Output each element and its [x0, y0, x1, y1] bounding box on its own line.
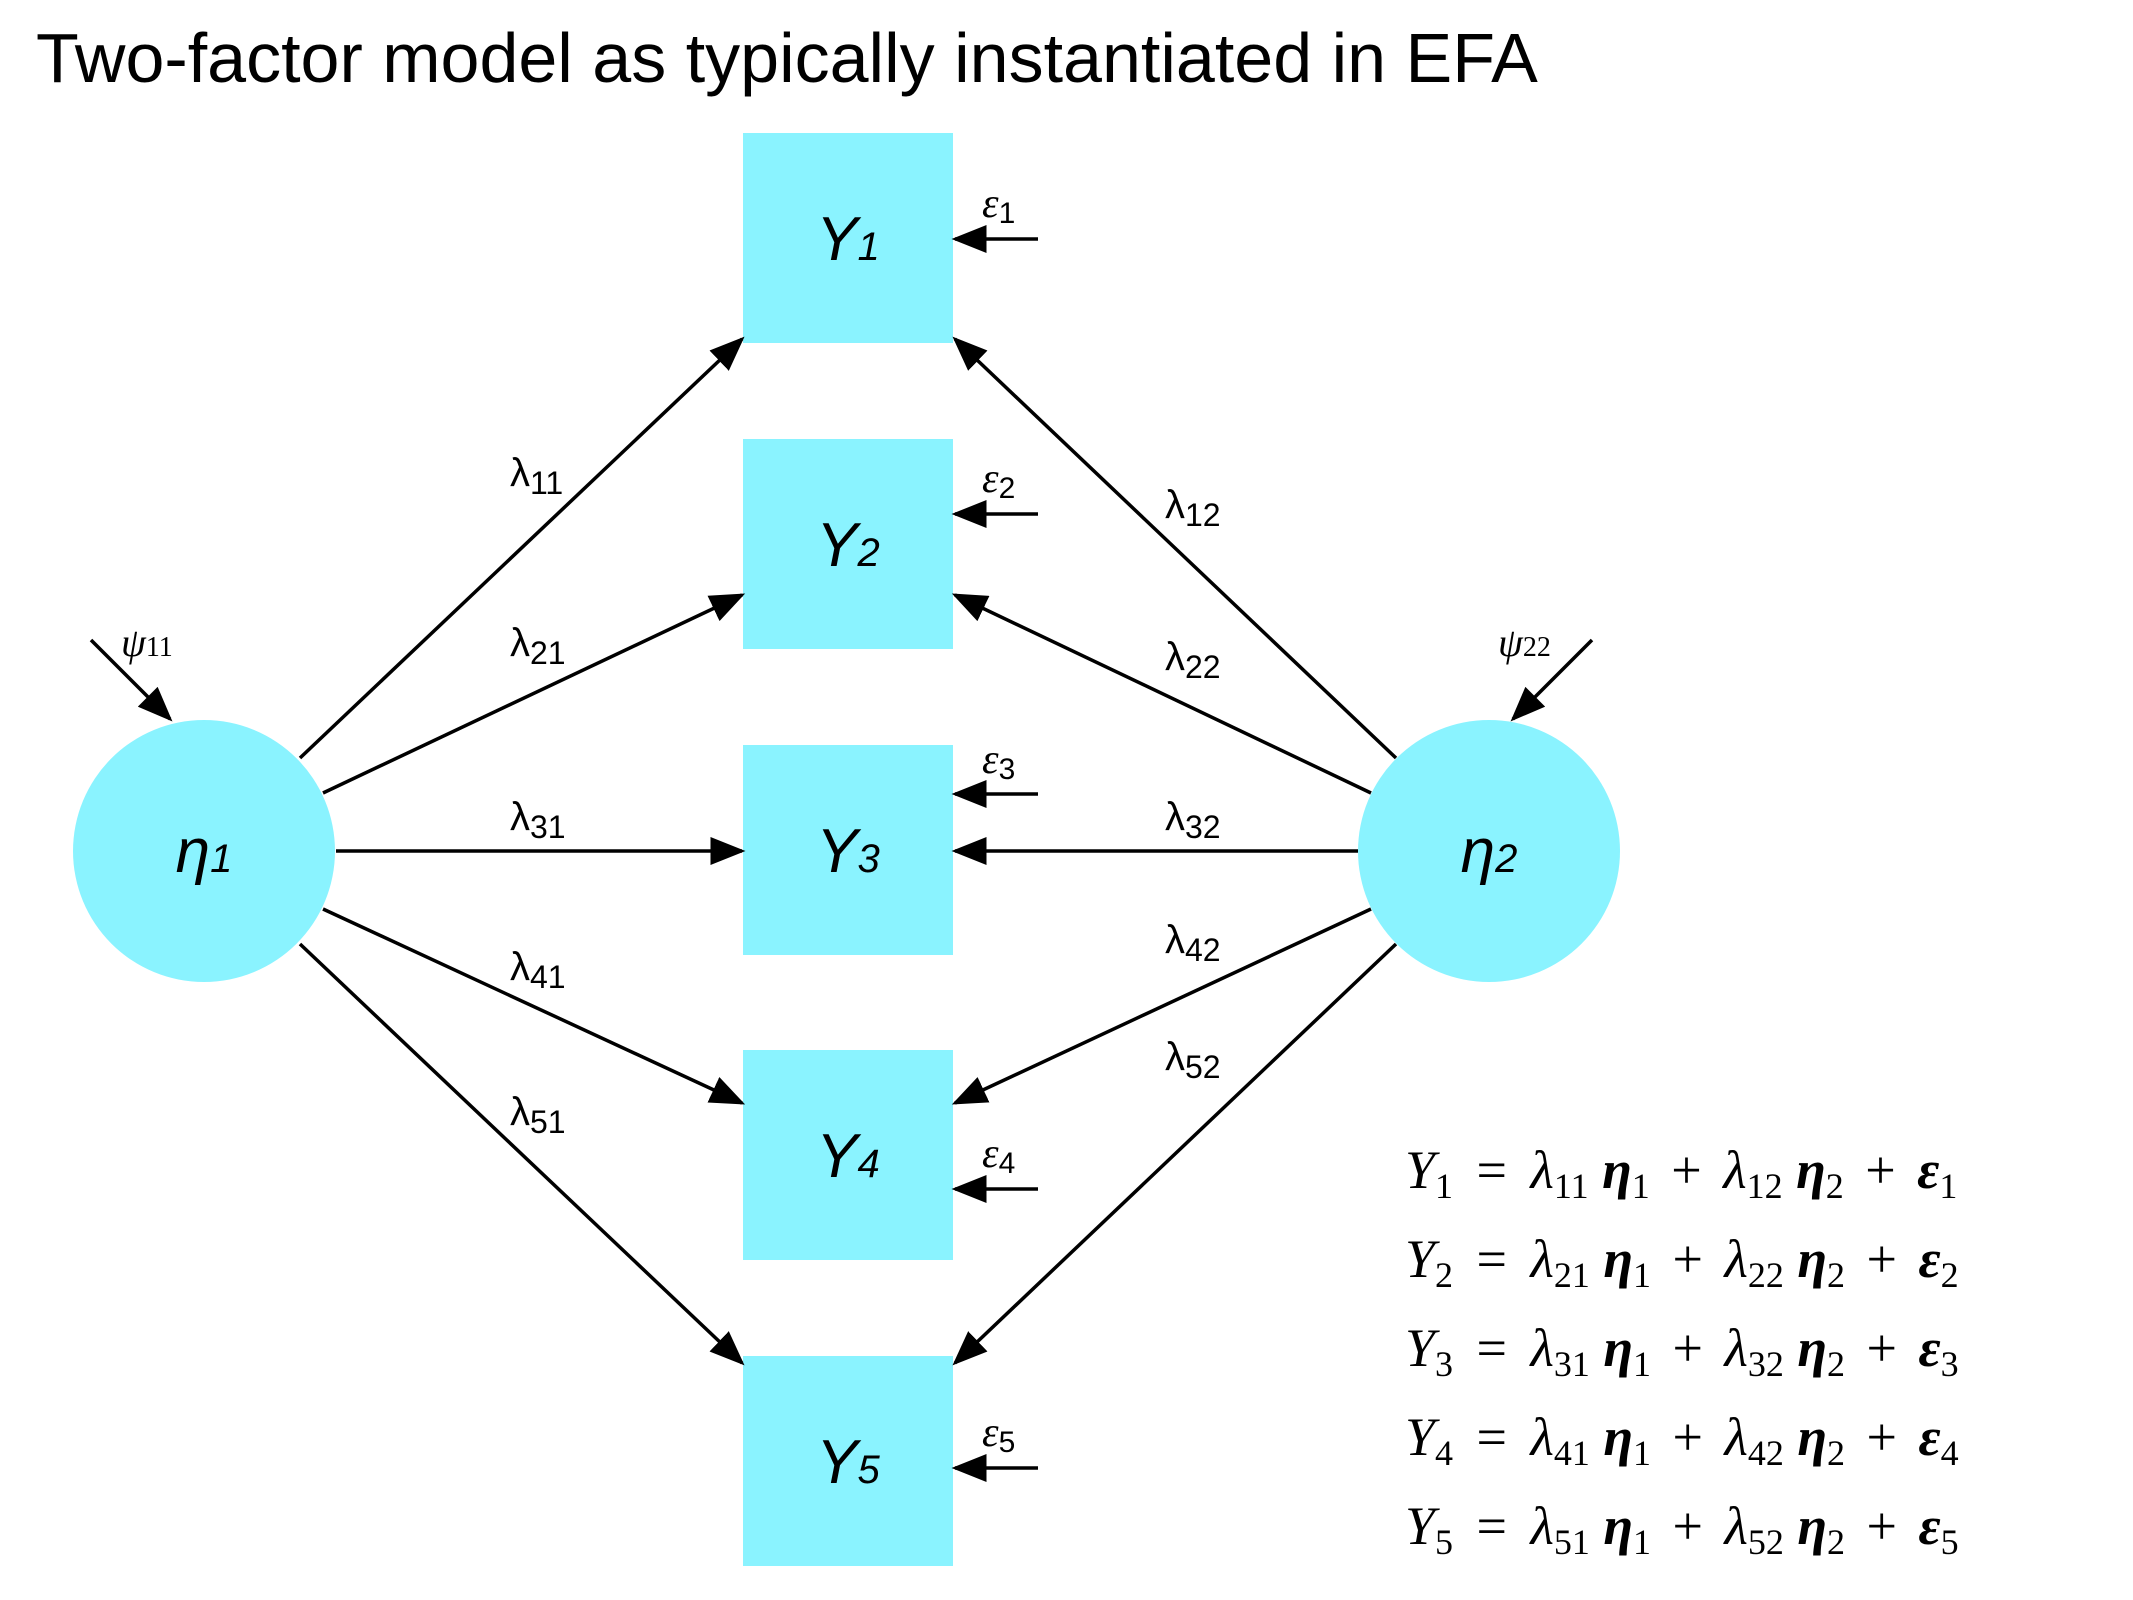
indicator-y5: Y5 — [743, 1356, 953, 1566]
disturbance-label-psi22: ψ22 — [1498, 620, 1551, 665]
loading-arrow-l51 — [298, 942, 745, 1366]
disturbance-arrow-psi22 — [1510, 638, 1594, 722]
indicator-y5-box — [743, 1356, 953, 1566]
loading-label-l31: λ31 — [510, 795, 566, 845]
indicator-y4-box — [743, 1050, 953, 1260]
equation-y4: Y4 = λ41 η1 + λ42 η2 + ε4 — [1405, 1407, 1959, 1477]
factor-eta2-shape — [1358, 720, 1620, 982]
loading-label-l52: λ52 — [1165, 1035, 1221, 1085]
factor-eta1-label: η1 — [176, 817, 233, 886]
loading-arrow-l52 — [952, 942, 1398, 1366]
loading-label-l21: λ21 — [510, 621, 566, 671]
error-label-e2: ε2 — [982, 456, 1015, 505]
error-label-e3: ε3 — [982, 737, 1015, 786]
equation-y3: Y3 = λ31 η1 + λ32 η2 + ε3 — [1405, 1318, 1959, 1388]
indicator-y3-box — [743, 745, 953, 955]
loading-label-l11: λ11 — [510, 451, 563, 501]
loading-arrow-l12 — [952, 336, 1398, 760]
disturbance-label-psi11: ψ11 — [121, 620, 173, 665]
indicator-y2-label: Y2 — [816, 511, 880, 580]
indicator-y5-label: Y5 — [816, 1428, 880, 1497]
loading-arrow-l21 — [322, 593, 746, 795]
loading-label-l51: λ51 — [510, 1090, 566, 1140]
equations-block: Y1 = λ11 η1 + λ12 η2 + ε1 Y2 = λ21 η1 + … — [1405, 1140, 1959, 1566]
loading-label-l42: λ42 — [1165, 918, 1221, 968]
equation-y2: Y2 = λ21 η1 + λ22 η2 + ε2 — [1405, 1229, 1959, 1299]
error-label-e1: ε1 — [982, 181, 1015, 230]
indicator-y1-label: Y1 — [816, 205, 880, 274]
loading-arrow-l22 — [951, 593, 1372, 795]
indicator-y1: Y1 — [743, 133, 953, 343]
page-title: Two-factor model as typically instantiat… — [36, 19, 1538, 97]
loading-arrow-l11 — [298, 336, 745, 760]
loading-arrow-l41 — [322, 907, 746, 1105]
loading-arrow-l42 — [951, 907, 1372, 1105]
factor-eta1: η1 — [73, 720, 335, 982]
equation-y1: Y1 = λ11 η1 + λ12 η2 + ε1 — [1405, 1140, 1957, 1210]
equation-y5: Y5 = λ51 η1 + λ52 η2 + ε5 — [1405, 1496, 1959, 1566]
indicator-y2: Y2 — [743, 439, 953, 649]
loading-label-l22: λ22 — [1165, 635, 1221, 685]
loading-label-l32: λ32 — [1165, 795, 1221, 845]
indicator-y2-box — [743, 439, 953, 649]
indicator-y3: Y3 — [743, 745, 953, 955]
indicator-y4: Y4 — [743, 1050, 953, 1260]
factor-eta2-label: η2 — [1461, 817, 1518, 886]
loading-label-l41: λ41 — [510, 945, 566, 995]
error-label-e4: ε4 — [982, 1131, 1015, 1180]
indicator-y4-label: Y4 — [816, 1122, 880, 1191]
loading-label-l12: λ12 — [1165, 483, 1221, 533]
disturbance-arrow-psi11 — [89, 638, 173, 722]
indicator-y1-box — [743, 133, 953, 343]
factor-eta2: η2 — [1358, 720, 1620, 982]
indicator-y3-label: Y3 — [816, 817, 880, 886]
error-label-e5: ε5 — [982, 1410, 1015, 1459]
factor-eta1-shape — [73, 720, 335, 982]
